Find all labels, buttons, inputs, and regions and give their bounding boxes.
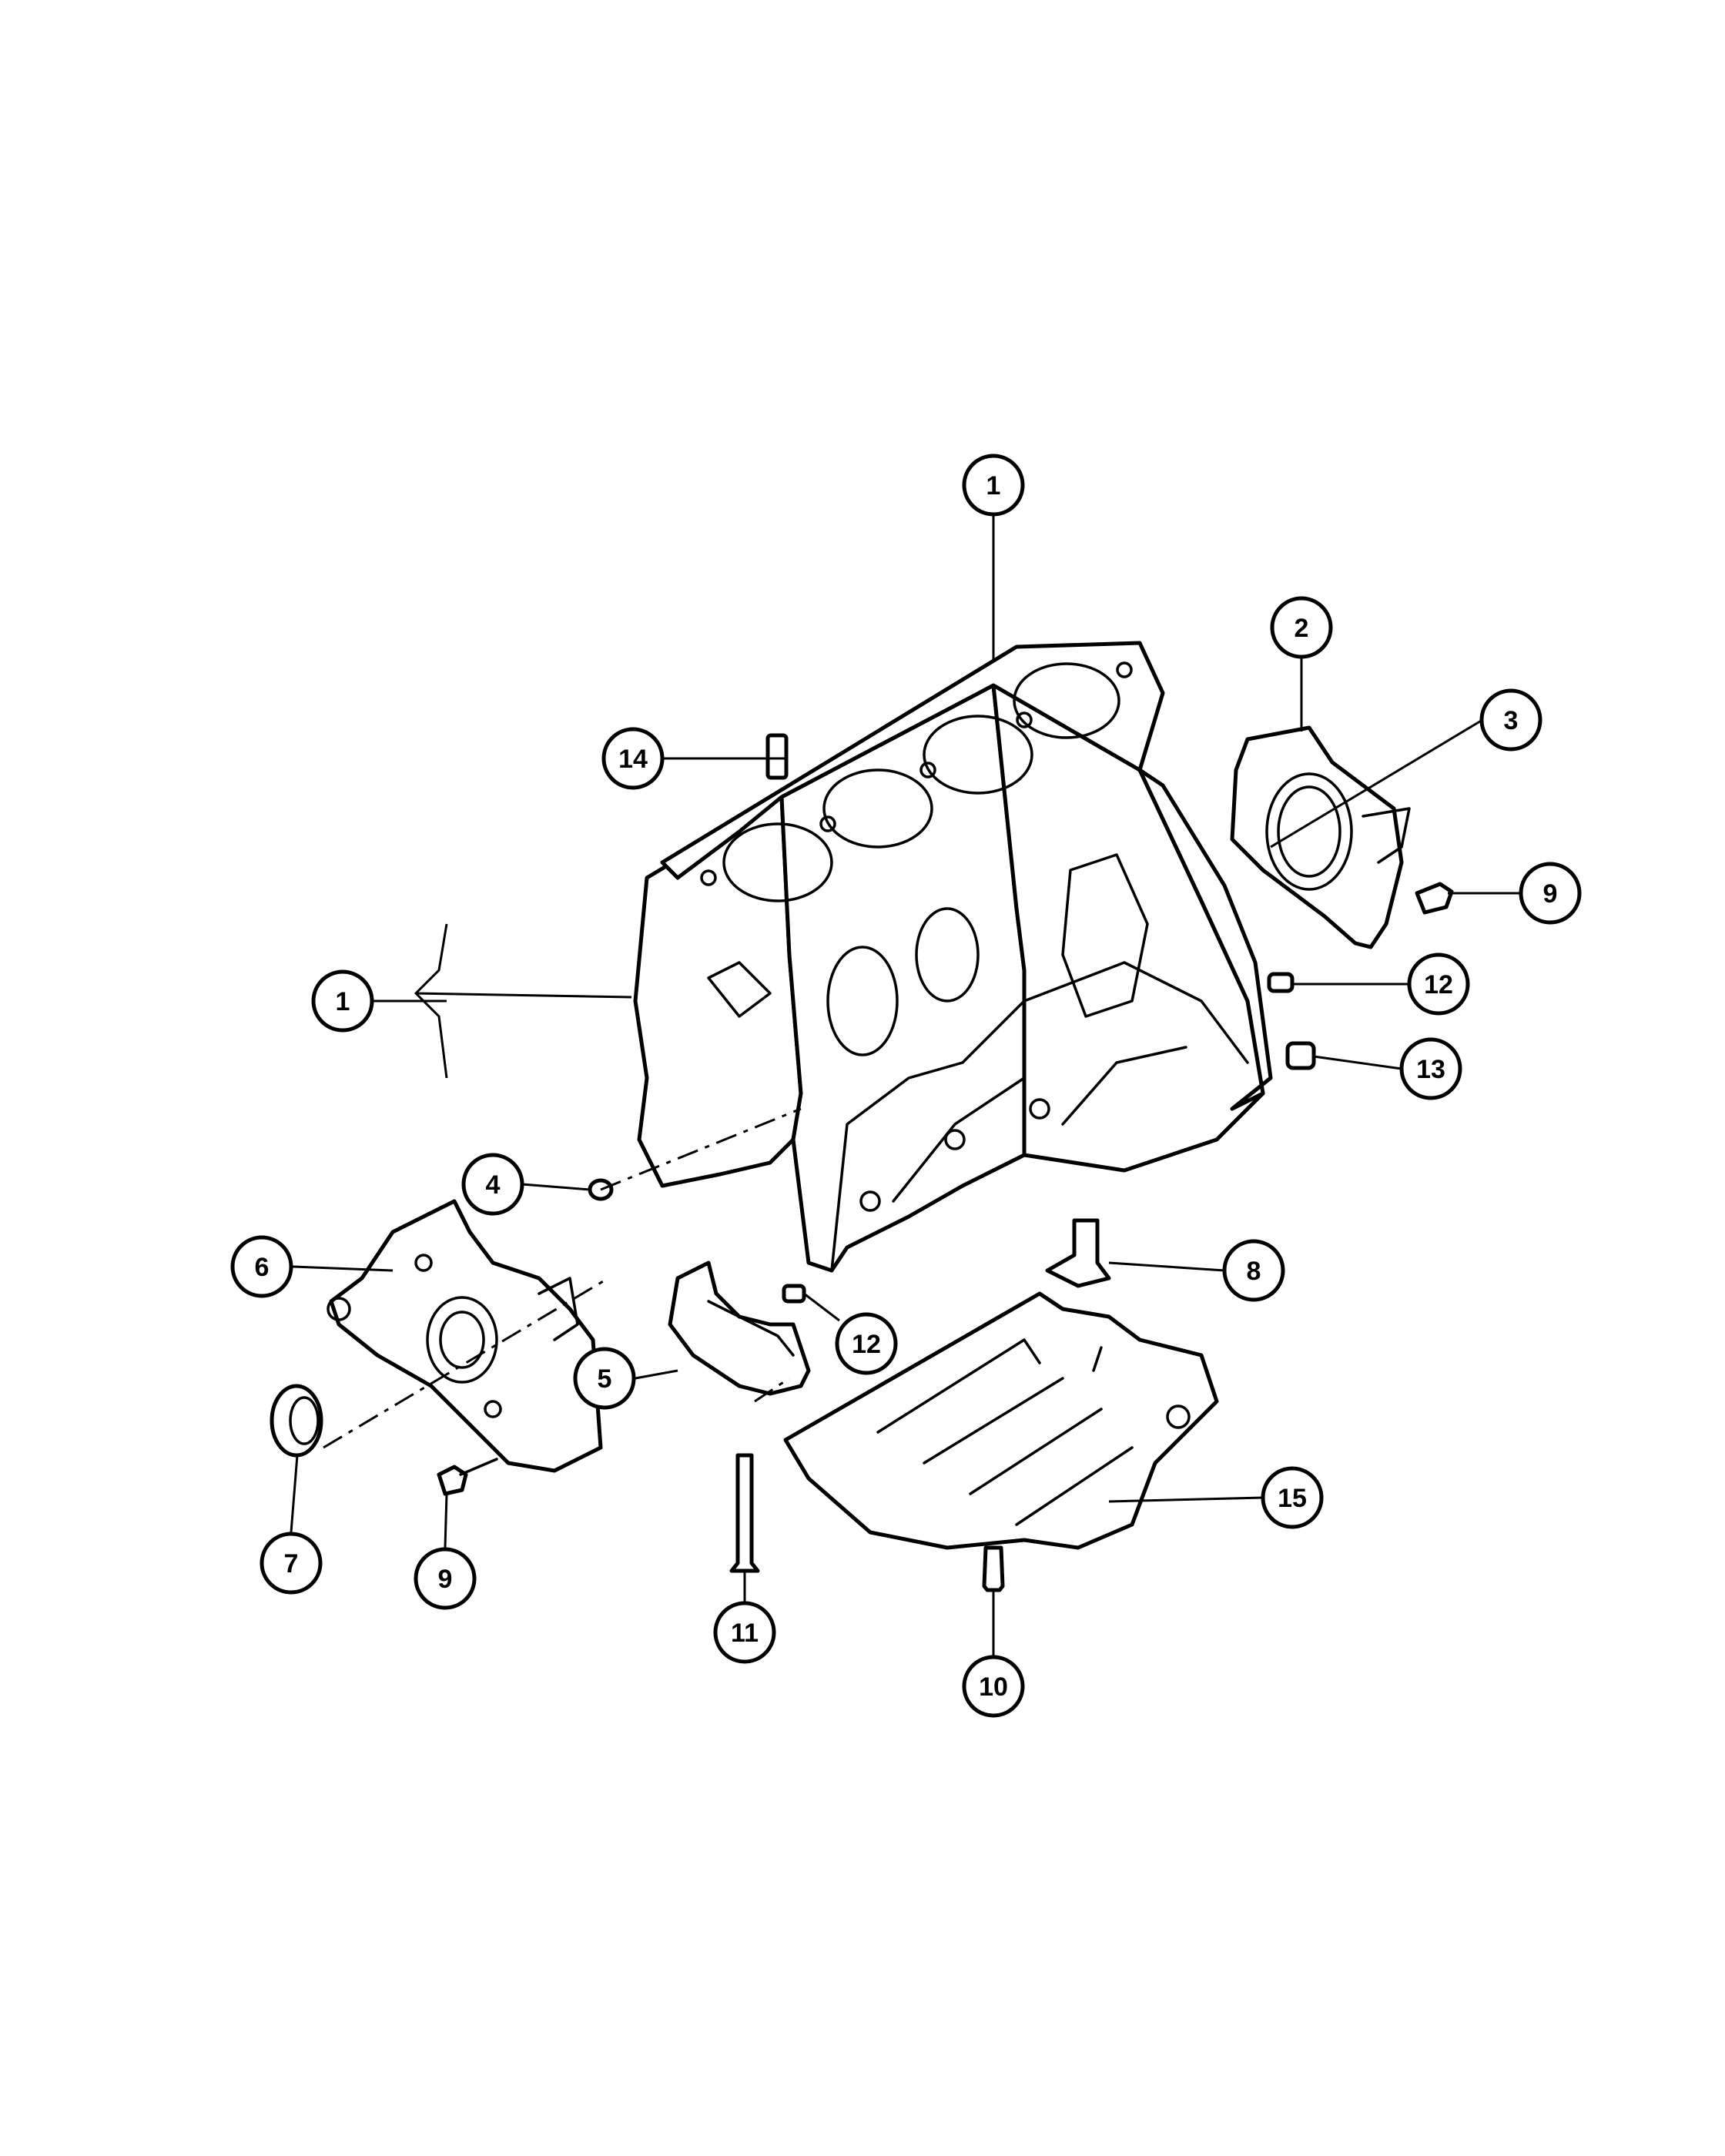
svg-text:4: 4 [486,1170,501,1200]
bolt-9-rear [1415,882,1454,915]
bolt-10 [982,1545,1005,1592]
oil-pan-tray [783,1291,1219,1550]
main-bearing-cap [668,1260,811,1396]
svg-text:11: 11 [731,1619,759,1648]
callout-9-rear[interactable]: 9 [1519,862,1582,925]
svg-text:12: 12 [852,1330,881,1359]
sleeve-13 [1285,1041,1316,1070]
callout-11[interactable]: 11 [713,1601,776,1664]
front-seal-ring [270,1384,323,1458]
callout-12-lower[interactable]: 12 [835,1312,898,1375]
svg-text:15: 15 [1278,1484,1307,1513]
callout-2[interactable]: 2 [1270,596,1333,659]
callout-12-rear[interactable]: 12 [1407,952,1470,1016]
svg-text:14: 14 [618,745,648,774]
rear-seal-carrier [1230,725,1411,949]
callout-7[interactable]: 7 [260,1532,323,1595]
callout-15[interactable]: 15 [1261,1466,1324,1529]
callout-3[interactable]: 3 [1479,688,1542,752]
leader-lines [290,516,1521,1656]
svg-text:3: 3 [1504,706,1519,735]
svg-text:1: 1 [986,471,1001,500]
bolt-9-front [437,1465,468,1496]
callout-9-front[interactable]: 9 [414,1547,477,1610]
dowel-12-rear [1267,972,1295,993]
svg-text:9: 9 [438,1565,453,1594]
callout-10[interactable]: 10 [962,1655,1025,1718]
callout-6[interactable]: 6 [230,1235,293,1298]
dowel-12-lower [782,1284,806,1304]
callout-4[interactable]: 4 [461,1153,524,1216]
callout-5[interactable]: 5 [573,1347,636,1410]
svg-text:2: 2 [1295,614,1309,643]
svg-text:1: 1 [336,987,350,1016]
svg-text:5: 5 [598,1364,612,1394]
svg-text:12: 12 [1424,970,1453,999]
svg-text:13: 13 [1416,1055,1445,1084]
front-cover [327,1199,603,1473]
callout-8[interactable]: 8 [1222,1239,1285,1302]
callout-1-side[interactable]: 1 [311,969,374,1033]
dowel-pin-14 [765,733,789,780]
svg-text:8: 8 [1247,1257,1261,1286]
svg-text:10: 10 [979,1672,1008,1702]
assembly-centerlines [323,1107,802,1449]
callout-14[interactable]: 14 [601,727,665,790]
engine-block [633,641,1273,1273]
callout-1-top[interactable]: 1 [962,454,1025,517]
callout-13[interactable]: 13 [1399,1037,1462,1100]
svg-text:9: 9 [1543,879,1558,909]
sensor-8 [1045,1218,1111,1288]
svg-text:6: 6 [255,1253,270,1282]
small-parts [437,733,1454,1592]
svg-text:7: 7 [284,1549,299,1578]
bolt-11 [729,1453,760,1573]
